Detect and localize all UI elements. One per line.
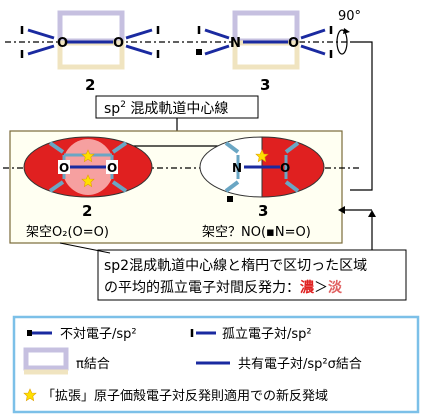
repulsion-note-box — [97, 249, 407, 301]
center-line-label: sp2 混成軌道中心線 — [104, 100, 228, 117]
legend-unpaired: 不対電子/sp² — [60, 327, 137, 342]
ellipse-2-caption: 架空O₂(O=O) — [26, 225, 109, 240]
atom-3a: N — [230, 36, 241, 51]
ellipse-3-caption: 架空？NO(▪N=O) — [202, 225, 311, 240]
ellipse-2-atom-a: O — [59, 161, 69, 175]
atom-3b: O — [288, 36, 299, 51]
ellipse-2-atom-b: O — [107, 161, 117, 175]
ellipse-2-number: 2 — [82, 202, 92, 220]
ellipse-2: O O — [23, 136, 153, 198]
molecule-3: N O 3 — [196, 10, 333, 94]
lone-pair-2d — [125, 44, 153, 56]
lone-pair-2b — [27, 44, 55, 56]
ellipse-3-atom-b: O — [280, 161, 290, 175]
rotation-label: 90° — [338, 9, 361, 24]
lone-pair-2c — [125, 28, 153, 40]
ellipse-3: N O — [199, 136, 325, 202]
ellipse-3-atom-a: N — [232, 161, 242, 175]
atom-2a: O — [57, 36, 68, 51]
legend-shared: 共有電子対/sp²σ結合 — [238, 357, 362, 372]
repulsion-note-line2: の平均的孤立電子対間反発力：濃＞淡 — [104, 279, 343, 296]
legend-star-note: 「拡張」原子価殻電子対反発則適用での新反発域 — [42, 388, 328, 404]
rotation-arrow-icon — [336, 28, 350, 55]
ellipse-3-number: 3 — [258, 202, 268, 220]
rotation-connector — [350, 41, 373, 191]
molecule-3-number: 3 — [260, 76, 270, 94]
legend-pi-bond: π結合 — [76, 357, 110, 372]
molecule-2-number: 2 — [85, 76, 95, 94]
lone-pair-2a — [27, 28, 55, 40]
repulsion-note-line1: sp2混成軌道中心線と楕円で区切った区域 — [104, 257, 367, 274]
atom-2b: O — [113, 36, 124, 51]
legend-lone-pair: 孤立電子対/sp² — [222, 327, 312, 342]
molecule-2: O O 2 — [20, 10, 160, 94]
